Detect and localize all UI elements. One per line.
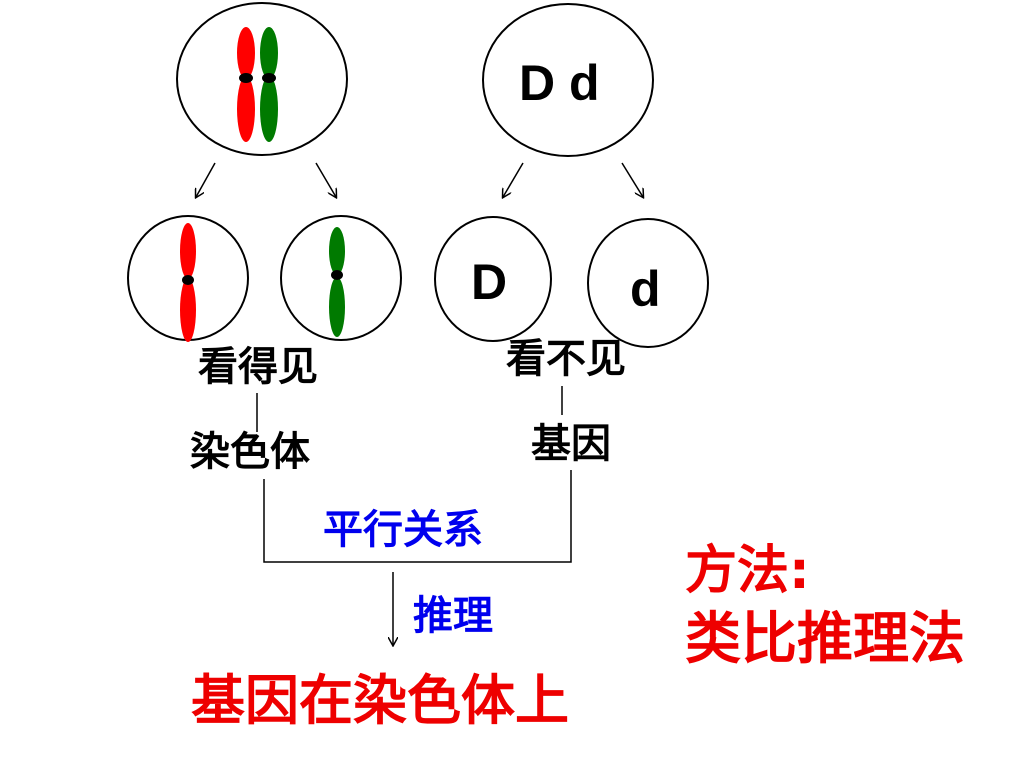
centromere (182, 275, 194, 285)
parent-gene-cell (482, 3, 654, 157)
parent-chromosome-cell (176, 2, 348, 156)
child-gene-left-label: D (471, 254, 508, 310)
daughter-cell-green-chromosome (280, 215, 402, 341)
green-chromatid-bottom (329, 277, 345, 337)
daughter-gene-cell-right (587, 218, 709, 348)
inference-label: 推理 (413, 593, 493, 639)
green-chromatid-top (329, 227, 345, 275)
daughter-cell-red-chromosome (127, 215, 249, 342)
parallel-bracket (263, 470, 572, 563)
red-chromatid-bottom (180, 278, 196, 342)
conclusion-label: 基因在染色体上 (191, 669, 569, 732)
method-name: 类比推理法 (685, 607, 965, 672)
centromere (239, 73, 253, 83)
arrow-right-down (315, 162, 336, 197)
parallel-relation-label: 平行关系 (323, 507, 483, 553)
red-chromatid-top (180, 223, 196, 279)
visible-label: 看得见 (198, 344, 318, 390)
chromosome-label: 染色体 (190, 429, 310, 475)
invisible-label: 看不见 (506, 336, 626, 382)
centromere (262, 73, 276, 83)
centromere (331, 270, 343, 280)
daughter-gene-cell-left (434, 216, 552, 342)
parent-gene-label: D d (519, 55, 600, 111)
arrow-left-down (196, 162, 216, 197)
green-chromatid-bottom (260, 76, 278, 142)
red-chromatid-top (237, 27, 255, 79)
method-title: 方法: (685, 541, 810, 601)
arrow-left-down (503, 162, 524, 197)
gene-label: 基因 (531, 421, 611, 467)
child-gene-right-label: d (630, 261, 661, 317)
red-chromatid-bottom (237, 76, 255, 142)
green-chromatid-top (260, 27, 278, 79)
arrow-right-down (621, 162, 643, 197)
